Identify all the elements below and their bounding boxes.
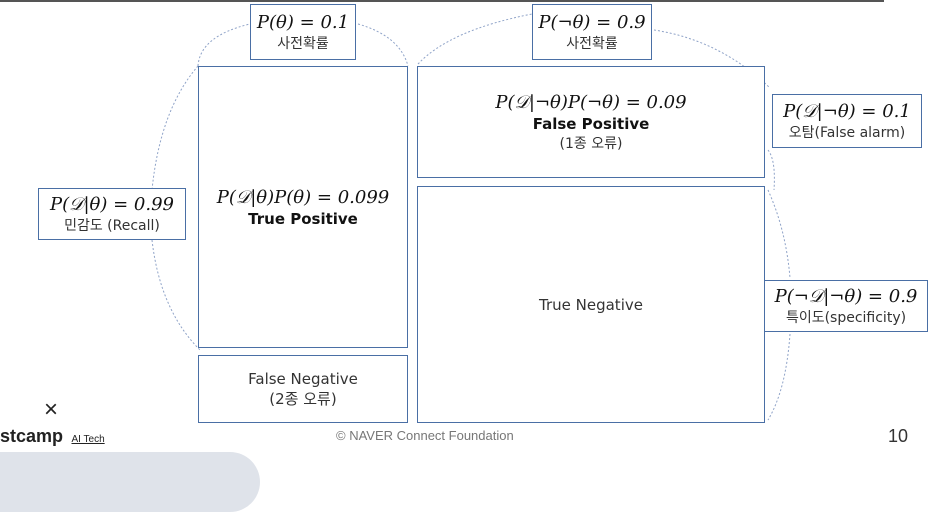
prior-theta-label: 사전확률 bbox=[277, 35, 329, 52]
true-negative-box: True Negative bbox=[417, 186, 765, 423]
page-number: 10 bbox=[888, 426, 909, 446]
top-rule bbox=[0, 0, 884, 2]
false-negative-label: False Negative bbox=[248, 369, 358, 388]
arc-right-specificity bbox=[767, 189, 791, 421]
recall-label: 민감도 (Recall) bbox=[64, 217, 160, 234]
prior-theta-formula: P(θ) = 0.1 bbox=[256, 11, 350, 33]
prior-not-theta-label: 사전확률 bbox=[566, 35, 618, 52]
arc-top-left bbox=[197, 23, 409, 67]
arc-right-false-alarm bbox=[767, 149, 775, 191]
prior-not-theta-formula: P(¬θ) = 0.9 bbox=[538, 11, 646, 33]
false-alarm-box: P(𝒟|¬θ) = 0.1 오탐(False alarm) bbox=[772, 94, 922, 148]
true-positive-formula: P(𝒟|θ)P(θ) = 0.099 bbox=[216, 186, 390, 208]
brand-suffix: AI Tech bbox=[71, 434, 105, 445]
brand-name: stcamp bbox=[0, 426, 64, 446]
close-icon[interactable]: × bbox=[44, 396, 59, 423]
false-positive-formula: P(𝒟|¬θ)P(¬θ) = 0.09 bbox=[495, 91, 687, 113]
prior-theta-box: P(θ) = 0.1 사전확률 bbox=[250, 4, 356, 60]
specificity-formula: P(¬𝒟|¬θ) = 0.9 bbox=[774, 285, 918, 307]
true-positive-label: True Positive bbox=[248, 209, 358, 228]
brand-logo: stcamp AI Tech bbox=[0, 426, 105, 447]
false-positive-box: P(𝒟|¬θ)P(¬θ) = 0.09 False Positive (1종 오… bbox=[417, 66, 765, 178]
recall-box: P(𝒟|θ) = 0.99 민감도 (Recall) bbox=[38, 188, 186, 240]
false-negative-box: False Negative (2종 오류) bbox=[198, 355, 408, 423]
copyright: © NAVER Connect Foundation bbox=[336, 428, 514, 443]
false-alarm-formula: P(𝒟|¬θ) = 0.1 bbox=[783, 100, 911, 122]
arc-left-recall bbox=[151, 65, 201, 351]
specificity-box: P(¬𝒟|¬θ) = 0.9 특이도(specificity) bbox=[764, 280, 928, 332]
false-positive-sub: (1종 오류) bbox=[559, 135, 623, 152]
false-negative-sub: (2종 오류) bbox=[269, 389, 337, 408]
false-alarm-label: 오탐(False alarm) bbox=[788, 124, 906, 141]
false-positive-label: False Positive bbox=[532, 114, 650, 133]
corner-decoration bbox=[0, 452, 260, 512]
prior-not-theta-box: P(¬θ) = 0.9 사전확률 bbox=[532, 4, 652, 60]
recall-formula: P(𝒟|θ) = 0.99 bbox=[49, 193, 175, 215]
true-positive-box: P(𝒟|θ)P(θ) = 0.099 True Positive bbox=[198, 66, 408, 348]
true-negative-label: True Negative bbox=[539, 295, 643, 314]
specificity-label: 특이도(specificity) bbox=[785, 309, 907, 326]
